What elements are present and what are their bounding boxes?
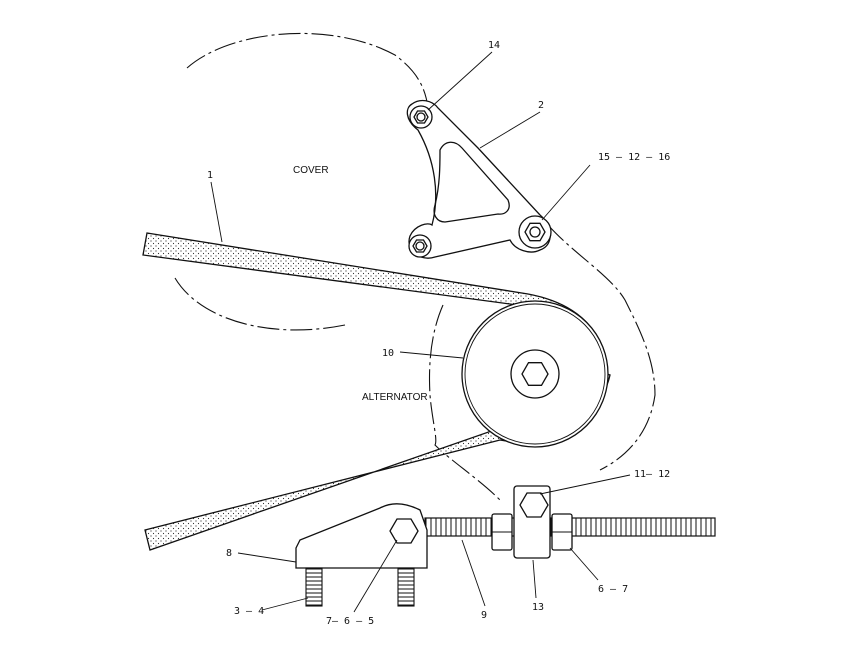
cover-label: COVER bbox=[293, 165, 329, 176]
bracket-bolt-left bbox=[408, 234, 432, 258]
callout-13: 13 bbox=[532, 602, 544, 613]
callout-14: 14 bbox=[488, 40, 500, 51]
stud-right bbox=[397, 567, 415, 607]
callout-8: 8 bbox=[226, 548, 232, 559]
alternator-label: ALTERNATOR bbox=[362, 392, 428, 403]
pulley-nut bbox=[521, 362, 549, 386]
adjusting-bracket bbox=[295, 503, 428, 569]
pulley-belt-wrap bbox=[464, 303, 606, 445]
swivel-nut bbox=[519, 492, 549, 518]
bracket-bolt-top bbox=[409, 105, 433, 129]
pulley-hub bbox=[510, 349, 560, 399]
stud-left bbox=[305, 567, 323, 607]
bracket-bolt-right bbox=[518, 215, 552, 249]
swivel-block bbox=[513, 485, 551, 559]
callout-11-12: 11— 12 bbox=[634, 469, 670, 480]
callout-7-6-5: 7— 6 — 5 bbox=[326, 616, 374, 627]
callout-9: 9 bbox=[481, 610, 487, 621]
cover-outline bbox=[174, 32, 429, 331]
callout-3-4: 3 — 4 bbox=[234, 606, 264, 617]
callout-1: 1 bbox=[207, 170, 213, 181]
callout-6-7: 6 — 7 bbox=[598, 584, 628, 595]
callout-2: 2 bbox=[538, 100, 544, 111]
leader-lines bbox=[210, 51, 631, 613]
bracket-nut bbox=[389, 518, 419, 544]
bracket-cutout bbox=[433, 141, 510, 223]
callout-15-12-16: 15 — 12 — 16 bbox=[598, 152, 670, 163]
alternator-housing-outline bbox=[428, 224, 656, 501]
callout-10: 10 bbox=[382, 348, 394, 359]
